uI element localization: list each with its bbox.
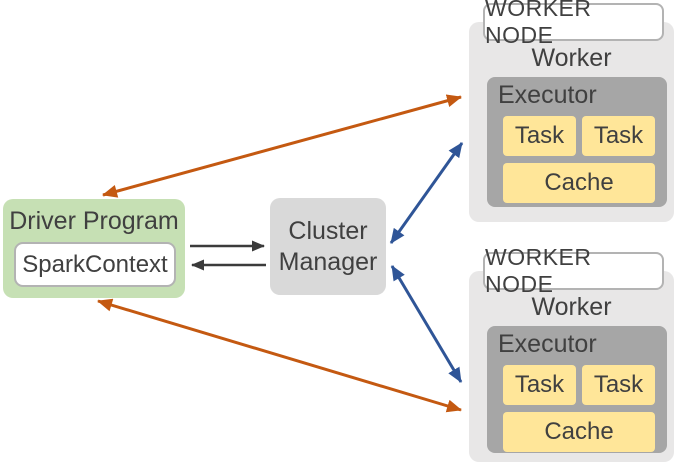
worker-1-label: Worker bbox=[531, 44, 612, 72]
executor-2-label: Executor bbox=[498, 330, 597, 358]
worker-2-label: Worker bbox=[531, 293, 612, 321]
cluster-manager-label: Cluster Manager bbox=[278, 217, 378, 276]
executor-1-box: Executor Task Task Cache bbox=[487, 77, 667, 207]
driver-worker1-arrow bbox=[102, 94, 462, 198]
cluster-worker1-arrow bbox=[389, 142, 464, 244]
cache-box: Cache bbox=[503, 412, 655, 452]
spark-context-label: SparkContext bbox=[22, 250, 168, 278]
cluster-worker2-arrow bbox=[390, 265, 463, 383]
driver-program-box: Driver Program SparkContext bbox=[3, 199, 185, 298]
executor-2-box: Executor Task Task Cache bbox=[487, 326, 667, 453]
cache-box: Cache bbox=[503, 163, 655, 203]
task-box: Task bbox=[582, 365, 655, 405]
executor-1-task-row: Task Task bbox=[503, 116, 655, 156]
worker-node-2-title-badge: WORKER NODE bbox=[483, 244, 664, 297]
worker-node-1-title-badge: WORKER NODE bbox=[483, 0, 664, 48]
task-box: Task bbox=[503, 365, 576, 405]
task-box: Task bbox=[582, 116, 655, 156]
task-box: Task bbox=[503, 116, 576, 156]
worker-node-2-title: WORKER NODE bbox=[485, 244, 592, 297]
worker-node-2-box: WORKER NODE Worker Executor Task Task Ca… bbox=[469, 244, 674, 462]
worker-node-1-title: WORKER NODE bbox=[485, 0, 592, 48]
executor-2-task-row: Task Task bbox=[503, 365, 655, 405]
cluster-manager-box: Cluster Manager bbox=[270, 198, 386, 295]
executor-1-label: Executor bbox=[498, 81, 597, 109]
driver-program-label: Driver Program bbox=[9, 207, 179, 235]
spark-context-box: SparkContext bbox=[14, 242, 176, 287]
driver-worker2-arrow bbox=[97, 298, 462, 413]
worker-node-1-box: WORKER NODE Worker Executor Task Task Ca… bbox=[469, 0, 674, 222]
